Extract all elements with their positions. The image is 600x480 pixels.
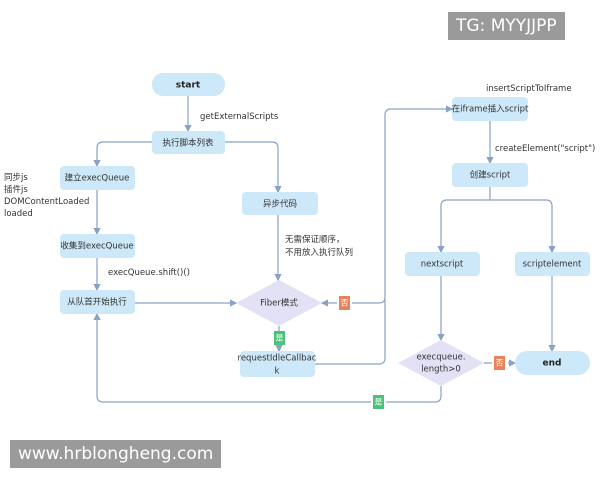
node-async-code: 异步代码 bbox=[242, 192, 318, 215]
edge-exec-async bbox=[225, 141, 282, 194]
node-label: 收集到execQueue bbox=[60, 241, 133, 252]
edge-label-no-cond: 否 bbox=[494, 356, 505, 370]
node-create-script: 创建script bbox=[452, 163, 528, 187]
svg-text:是: 是 bbox=[276, 334, 284, 343]
node-label: 异步代码 bbox=[263, 199, 297, 210]
node-label: requestIdleCallbac bbox=[238, 354, 317, 364]
node-label: start bbox=[176, 81, 201, 91]
svg-text:否: 否 bbox=[496, 359, 504, 368]
edge-fiber-no-iframe bbox=[352, 105, 454, 304]
annotation-sync-list: 插件js bbox=[4, 184, 28, 195]
node-label: 建立execQueue bbox=[65, 173, 130, 184]
annotation-no-order: 不用放入执行队列 bbox=[285, 247, 353, 258]
annotation-no-order: 无需保证顺序， bbox=[285, 234, 345, 245]
edge-label-yes-cond: 是 bbox=[373, 395, 384, 409]
node-label: length>0 bbox=[421, 365, 461, 375]
node-label: 执行脚本列表 bbox=[162, 138, 214, 149]
annotation-shift: execQueue.shift()() bbox=[108, 268, 190, 278]
node-exec-from-head: 从队首开始执行 bbox=[60, 290, 135, 314]
edge-cond-yes-exec bbox=[97, 314, 442, 403]
node-label: 从队首开始执行 bbox=[67, 297, 127, 308]
annotation-sync-list: 同步js bbox=[4, 173, 28, 183]
node-start: start bbox=[152, 73, 225, 96]
node-exec-list: 执行脚本列表 bbox=[152, 131, 225, 154]
annotation-create-element: createElement("script") bbox=[495, 144, 595, 154]
annotation-sync-list: loaded bbox=[4, 209, 33, 219]
edge-create-element bbox=[490, 199, 556, 254]
node-end: end bbox=[515, 351, 590, 375]
decision-queue-length: execqueue. length>0 bbox=[398, 340, 484, 386]
node-label: 在iframe插入script bbox=[452, 104, 529, 115]
annotation-sync-list: DOMContentLoaded bbox=[4, 197, 89, 207]
edge-label-no-fiber: 否 bbox=[339, 296, 350, 310]
node-label: end bbox=[543, 359, 562, 369]
node-collect-queue: 收集到execQueue bbox=[60, 234, 135, 258]
node-label: 创建script bbox=[470, 170, 511, 181]
node-label: Fiber模式 bbox=[260, 298, 298, 309]
annotation-get-external-scripts: getExternalScripts bbox=[200, 112, 279, 122]
node-insert-iframe: 在iframe插入script bbox=[452, 97, 529, 121]
node-request-idle-callback: requestIdleCallbac k bbox=[238, 351, 317, 377]
svg-text:是: 是 bbox=[375, 398, 383, 407]
node-label: k bbox=[275, 367, 280, 377]
edges bbox=[93, 96, 556, 403]
node-label: nextscript bbox=[421, 260, 464, 270]
node-scriptelement: scriptelement bbox=[515, 252, 590, 276]
node-label: execqueue. bbox=[416, 353, 465, 363]
node-nextscript: nextscript bbox=[405, 252, 480, 276]
watermark-bottom: www.hrblongheng.com bbox=[10, 440, 222, 468]
edge-ric-iframe bbox=[315, 300, 386, 365]
edge-label-yes-fiber: 是 bbox=[274, 331, 285, 345]
node-label: scriptelement bbox=[523, 260, 582, 270]
svg-text:否: 否 bbox=[341, 299, 349, 308]
edge-create-next bbox=[437, 187, 491, 254]
annotation-insert-to-iframe: insertScriptToIframe bbox=[486, 84, 572, 94]
edge-exec-build bbox=[93, 141, 152, 168]
node-build-queue: 建立execQueue bbox=[60, 166, 135, 190]
decision-fiber: Fiber模式 bbox=[236, 280, 322, 326]
watermark-top: TG: MYYJJPP bbox=[448, 12, 565, 40]
